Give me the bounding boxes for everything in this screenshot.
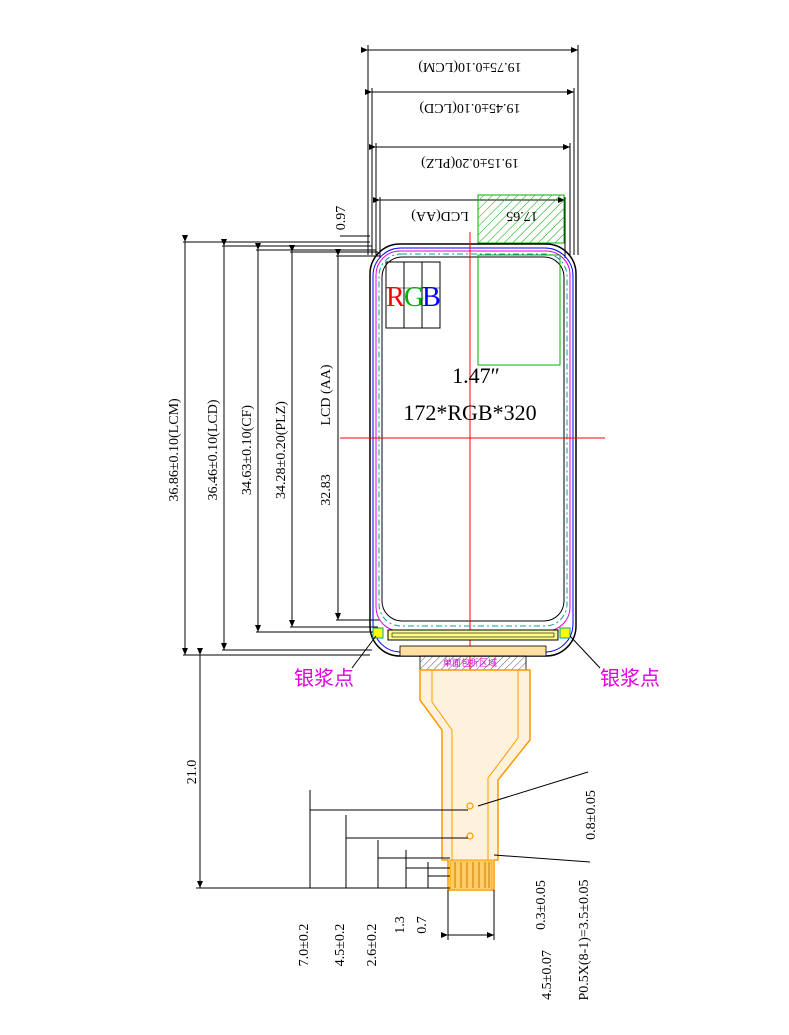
offset-097-text: 0.97 [334, 206, 349, 231]
fpc-zone-label: 单面包折区域 [443, 657, 497, 668]
height-plz-text: 34.28±0.20(PLZ) [274, 401, 289, 499]
height-lcd-text: 36.46±0.10(LCD) [206, 399, 221, 500]
width-aa-value: 17.65 [506, 208, 538, 223]
height-aa-value: 32.83 [319, 474, 334, 506]
fpc-hole-text: 0.8±0.05 [584, 790, 599, 840]
aa-hatch-area [477, 194, 565, 244]
bottom-bond-area: 单面包折区域 [372, 627, 571, 673]
fpc-d45-text: 4.5±0.2 [333, 924, 348, 967]
rgb-b-letter: B [422, 282, 441, 313]
module-outline [340, 232, 605, 690]
fpc-length-text: 21.0 [185, 760, 200, 785]
fpc-d13-text: 1.3 [393, 916, 408, 934]
fpc-tail [419, 669, 531, 891]
width-plz-text: 19.15±0.20(PLZ) [421, 155, 519, 170]
silver-dot-left [372, 627, 384, 639]
fpc-pitch-text: P0.5X(8-1)=3.5±0.05 [577, 880, 592, 1001]
resolution-text: 172*RGB*320 [403, 400, 536, 425]
silver-dot-right [559, 627, 571, 639]
silver-paste-left-label: 银浆点 [294, 666, 354, 690]
rgb-r-letter: R [386, 282, 405, 313]
fpc-d26-text: 2.6±0.2 [365, 924, 380, 967]
screen-size-text: 1.47″ [452, 363, 500, 388]
fpc-d07-text: 0.7 [415, 916, 430, 934]
fpc-dimensions: 21.0 7.0±0.2 4.5±0.2 2.6±0.2 1.3 0.7 4.5… [185, 648, 599, 1001]
height-dimensions: 36.86±0.10(LCM) 36.46±0.10(LCD) 34.63±0.… [167, 235, 380, 656]
silver-paste-right-label: 银浆点 [600, 666, 660, 690]
height-cf-text: 34.63±0.10(CF) [240, 405, 255, 495]
rgb-pixel-sample: R G B [385, 261, 441, 329]
fpc-w45-text: 4.5±0.07 [540, 950, 555, 1000]
fpc-d7-text: 7.0±0.2 [297, 924, 312, 967]
width-dimensions: 19.75±0.10(LCM) 19.45±0.10(LCD) 19.15±0.… [334, 45, 579, 258]
width-aa-label: LCD(AA) [411, 208, 469, 223]
width-lcm-text: 19.75±0.10(LCM) [418, 59, 522, 74]
rgb-g-letter: G [404, 282, 424, 313]
fpc-w03-text: 0.3±0.05 [534, 880, 549, 930]
height-lcm-text: 36.86±0.10(LCM) [167, 398, 182, 502]
height-aa-label: LCD (AA) [319, 364, 334, 425]
width-lcd-text: 19.45±0.10(LCD) [419, 100, 520, 115]
